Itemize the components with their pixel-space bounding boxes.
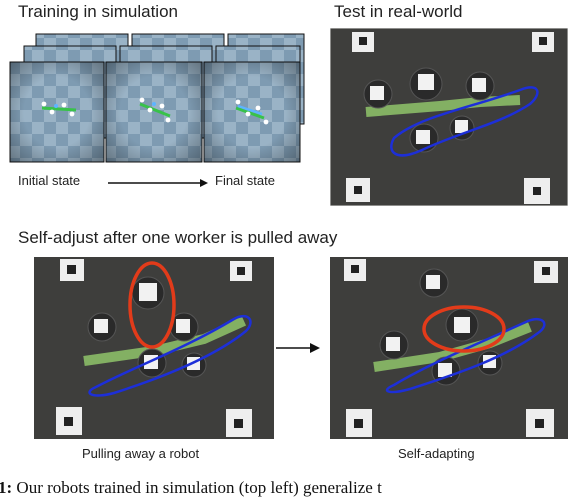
adjust-heading: Self-adjust after one worker is pulled a… <box>18 228 338 247</box>
self-adapting-label: Self-adapting <box>398 446 475 461</box>
sim-frame-initial <box>9 61 105 163</box>
simulation-frames <box>8 26 308 176</box>
sim-frame-middle <box>105 61 203 163</box>
self-adapting-photo <box>330 257 568 439</box>
figure-caption: 1: Our robots trained in simulation (top… <box>0 478 382 498</box>
initial-state-label: Initial state <box>18 173 81 188</box>
transition-arrow <box>276 342 320 354</box>
state-arrow <box>108 178 208 188</box>
final-state-label: Final state <box>215 173 275 188</box>
pulling-away-photo <box>34 257 274 439</box>
sim-frame-final <box>203 61 301 163</box>
real-world-photo <box>330 28 568 206</box>
caption-number: 1: <box>0 478 13 497</box>
real-heading: Test in real-world <box>334 2 463 21</box>
pulling-away-label: Pulling away a robot <box>82 446 200 461</box>
caption-text: Our robots trained in simulation (top le… <box>16 478 382 497</box>
sim-heading: Training in simulation <box>18 2 178 21</box>
